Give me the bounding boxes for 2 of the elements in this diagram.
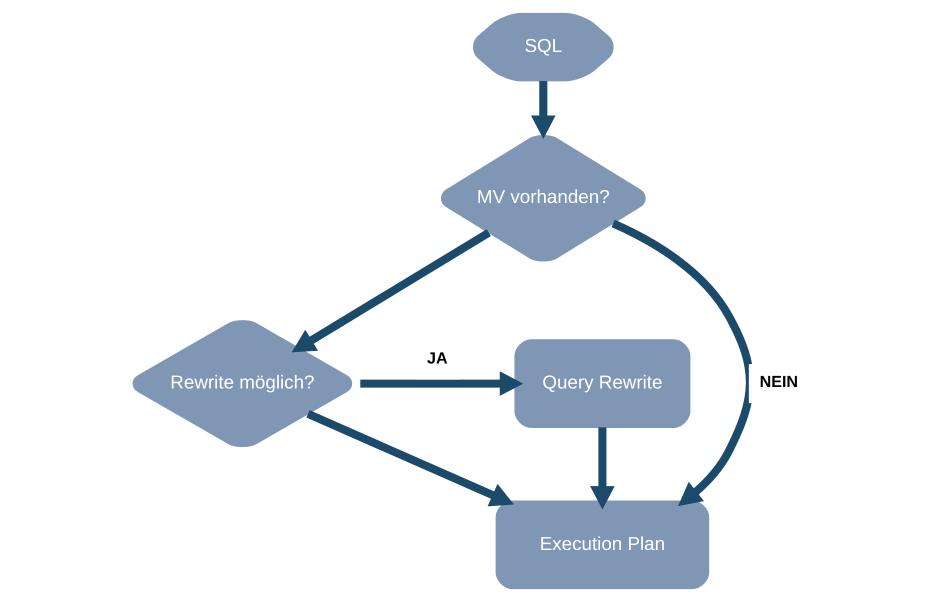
edge-label: NEIN	[759, 373, 798, 392]
edge-label: JA	[426, 350, 448, 368]
